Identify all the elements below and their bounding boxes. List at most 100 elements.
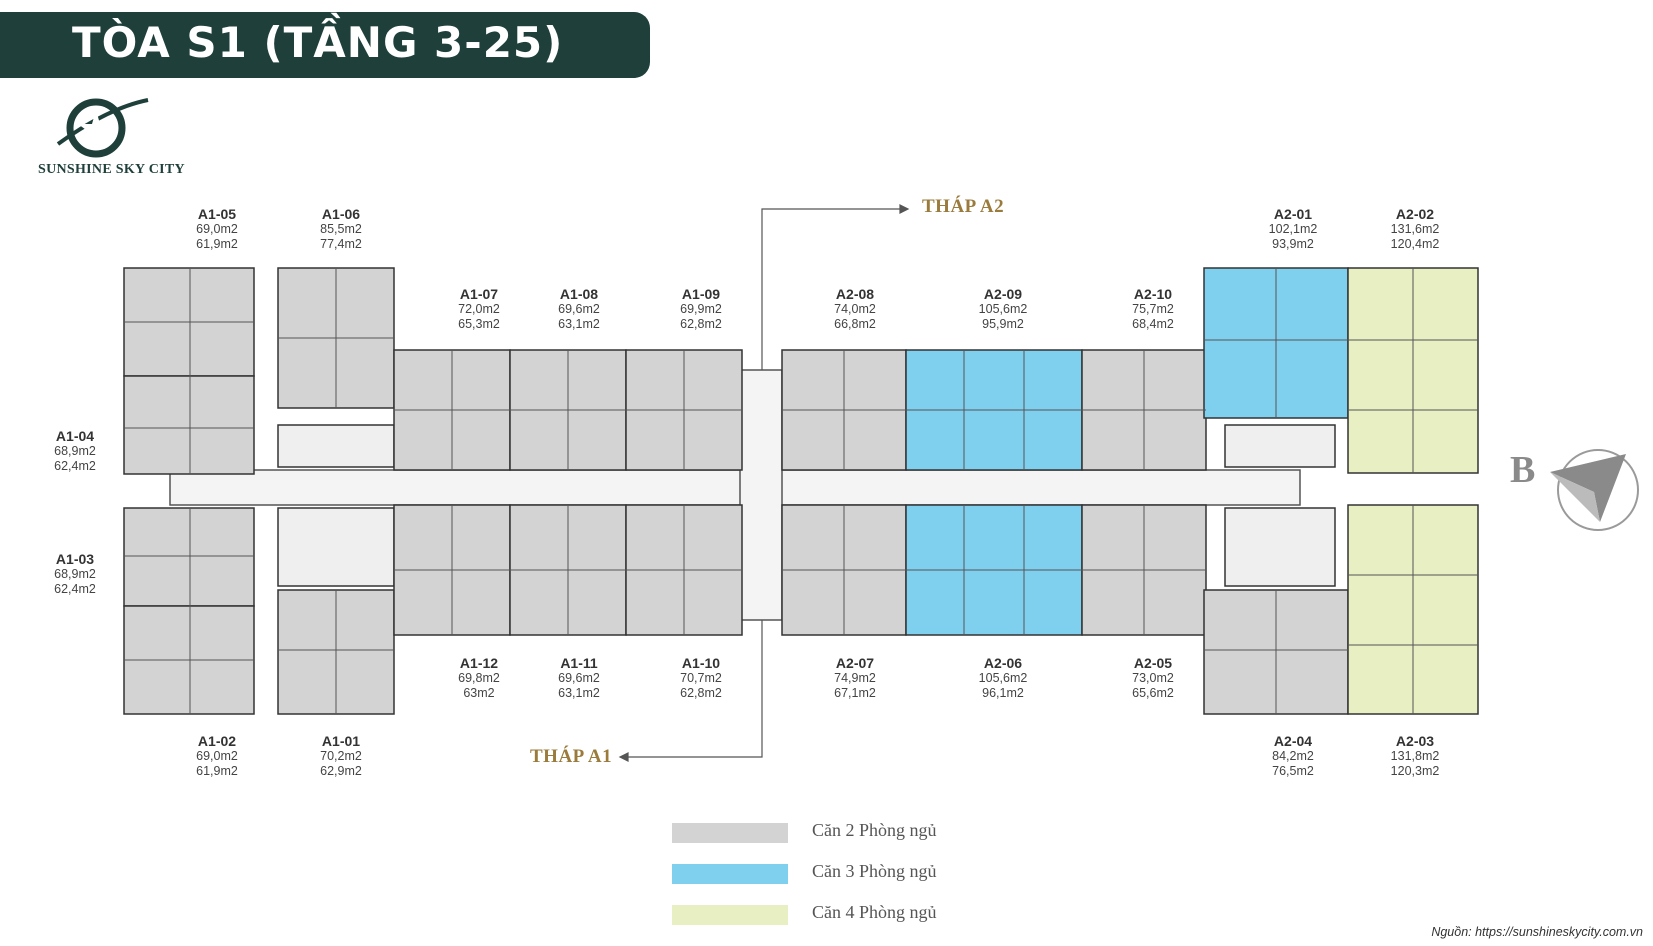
unit-area-gross: 70,2m2 <box>320 749 362 763</box>
unit-label-a2-07: A2-07 74,9m2 67,1m2 <box>810 656 900 701</box>
unit-area-net: 76,5m2 <box>1272 764 1314 778</box>
unit-code: A1-12 <box>459 655 499 671</box>
unit-code: A2-01 <box>1273 206 1313 222</box>
unit-label-a2-03: A2-03 131,8m2 120,3m2 <box>1370 734 1460 779</box>
legend-label: Căn 2 Phòng ngủ <box>812 820 937 840</box>
unit-label-a1-08: A1-08 69,6m2 63,1m2 <box>534 287 624 332</box>
unit-area-net: 120,4m2 <box>1390 237 1440 251</box>
unit-label-a2-08: A2-08 74,0m2 66,8m2 <box>810 287 900 332</box>
unit-area-gross: 68,9m2 <box>54 567 96 581</box>
unit-area-gross: 131,6m2 <box>1390 222 1440 236</box>
unit-area-gross: 74,0m2 <box>834 302 876 316</box>
unit-area-gross: 105,6m2 <box>978 671 1028 685</box>
unit-label-a2-01: A2-01 102,1m2 93,9m2 <box>1248 207 1338 252</box>
core-a2-bottom <box>1224 507 1336 587</box>
unit-label-a2-09: A2-09 105,6m2 95,9m2 <box>958 287 1048 332</box>
tower-a1-label: THÁP A1 <box>530 746 613 767</box>
unit-code: A2-06 <box>983 655 1023 671</box>
unit-code: A2-08 <box>835 286 875 302</box>
core-a1-top <box>277 424 395 468</box>
unit-area-gross: 85,5m2 <box>320 222 362 236</box>
unit-label-a1-03: A1-03 68,9m2 62,4m2 <box>30 552 120 597</box>
unit-label-a2-02: A2-02 131,6m2 120,4m2 <box>1370 207 1460 252</box>
unit-code: A2-03 <box>1395 733 1435 749</box>
unit-label-a2-05: A2-05 73,0m2 65,6m2 <box>1108 656 1198 701</box>
unit-code: A1-10 <box>681 655 721 671</box>
unit-label-a2-04: A2-04 84,2m2 76,5m2 <box>1248 734 1338 779</box>
legend-swatch <box>672 823 788 843</box>
legend-label: Căn 3 Phòng ngủ <box>812 861 937 881</box>
unit-area-net: 67,1m2 <box>834 686 876 700</box>
unit-area-gross: 102,1m2 <box>1268 222 1318 236</box>
unit-area-gross: 69,6m2 <box>558 302 600 316</box>
unit-code: A2-10 <box>1133 286 1173 302</box>
unit-code: A1-06 <box>321 206 361 222</box>
unit-label-a1-01: A1-01 70,2m2 62,9m2 <box>296 734 386 779</box>
unit-area-gross: 68,9m2 <box>54 444 96 458</box>
compass-letter: B <box>1510 449 1535 491</box>
unit-area-net: 62,8m2 <box>680 686 722 700</box>
unit-area-gross: 69,8m2 <box>458 671 500 685</box>
legend-swatch <box>672 905 788 925</box>
unit-label-a1-09: A1-09 69,9m2 62,8m2 <box>656 287 746 332</box>
compass-arrow-icon: B <box>1510 449 1639 531</box>
unit-area-net: 62,8m2 <box>680 317 722 331</box>
unit-area-net: 63m2 <box>463 686 495 700</box>
unit-area-net: 62,4m2 <box>54 582 96 596</box>
unit-label-a1-02: A1-02 69,0m2 61,9m2 <box>172 734 262 779</box>
unit-code: A1-05 <box>197 206 237 222</box>
unit-label-a1-05: A1-05 69,0m2 61,9m2 <box>172 207 262 252</box>
unit-area-gross: 69,0m2 <box>196 222 238 236</box>
unit-area-gross: 72,0m2 <box>458 302 500 316</box>
unit-code: A2-07 <box>835 655 875 671</box>
unit-label-a1-11: A1-11 69,6m2 63,1m2 <box>534 656 624 701</box>
unit-area-net: 96,1m2 <box>982 686 1024 700</box>
unit-code: A1-08 <box>559 286 599 302</box>
legend-label: Căn 4 Phòng ngủ <box>812 902 937 922</box>
source-credit: Nguồn: https://sunshineskycity.com.vn <box>1431 925 1643 939</box>
unit-a1-04-shape <box>123 375 255 475</box>
unit-area-net: 62,9m2 <box>320 764 362 778</box>
unit-area-net: 65,6m2 <box>1132 686 1174 700</box>
brand-name: SUNSHINE SKY CITY <box>38 162 185 177</box>
unit-area-net: 68,4m2 <box>1132 317 1174 331</box>
page-title: TÒA S1 (TẦNG 3-25) <box>72 18 564 67</box>
unit-label-a2-06: A2-06 105,6m2 96,1m2 <box>958 656 1048 701</box>
unit-area-net: 66,8m2 <box>834 317 876 331</box>
unit-area-net: 63,1m2 <box>558 317 600 331</box>
unit-code: A1-02 <box>197 733 237 749</box>
tower-a2-label: THÁP A2 <box>922 196 1005 217</box>
unit-code: A2-04 <box>1273 733 1313 749</box>
unit-area-gross: 70,7m2 <box>680 671 722 685</box>
unit-code: A1-04 <box>55 428 95 444</box>
unit-code: A1-11 <box>560 655 598 671</box>
core-a2-top <box>1224 424 1336 468</box>
unit-area-net: 95,9m2 <box>982 317 1024 331</box>
legend-swatch <box>672 864 788 884</box>
unit-a1-03-shape <box>123 507 255 607</box>
unit-area-gross: 69,9m2 <box>680 302 722 316</box>
unit-area-gross: 105,6m2 <box>978 302 1028 316</box>
unit-label-a1-07: A1-07 72,0m2 65,3m2 <box>434 287 524 332</box>
corridor <box>169 369 1301 621</box>
unit-area-gross: 69,6m2 <box>558 671 600 685</box>
unit-code: A1-01 <box>321 733 361 749</box>
unit-code: A2-09 <box>983 286 1023 302</box>
unit-code: A2-05 <box>1133 655 1173 671</box>
unit-code: A1-07 <box>459 286 499 302</box>
unit-area-net: 65,3m2 <box>458 317 500 331</box>
core-a1-bottom <box>277 507 395 587</box>
tower-arrows <box>618 204 910 762</box>
title-banner: TÒA S1 (TẦNG 3-25) <box>0 12 650 78</box>
unit-area-gross: 131,8m2 <box>1390 749 1440 763</box>
unit-area-net: 120,3m2 <box>1390 764 1440 778</box>
unit-area-gross: 74,9m2 <box>834 671 876 685</box>
unit-area-gross: 75,7m2 <box>1132 302 1174 316</box>
unit-area-net: 63,1m2 <box>558 686 600 700</box>
compass: B <box>1510 440 1640 540</box>
unit-code: A2-02 <box>1395 206 1435 222</box>
unit-area-net: 62,4m2 <box>54 459 96 473</box>
brand-logo-icon <box>56 98 149 158</box>
unit-label-a1-12: A1-12 69,8m2 63m2 <box>434 656 524 701</box>
